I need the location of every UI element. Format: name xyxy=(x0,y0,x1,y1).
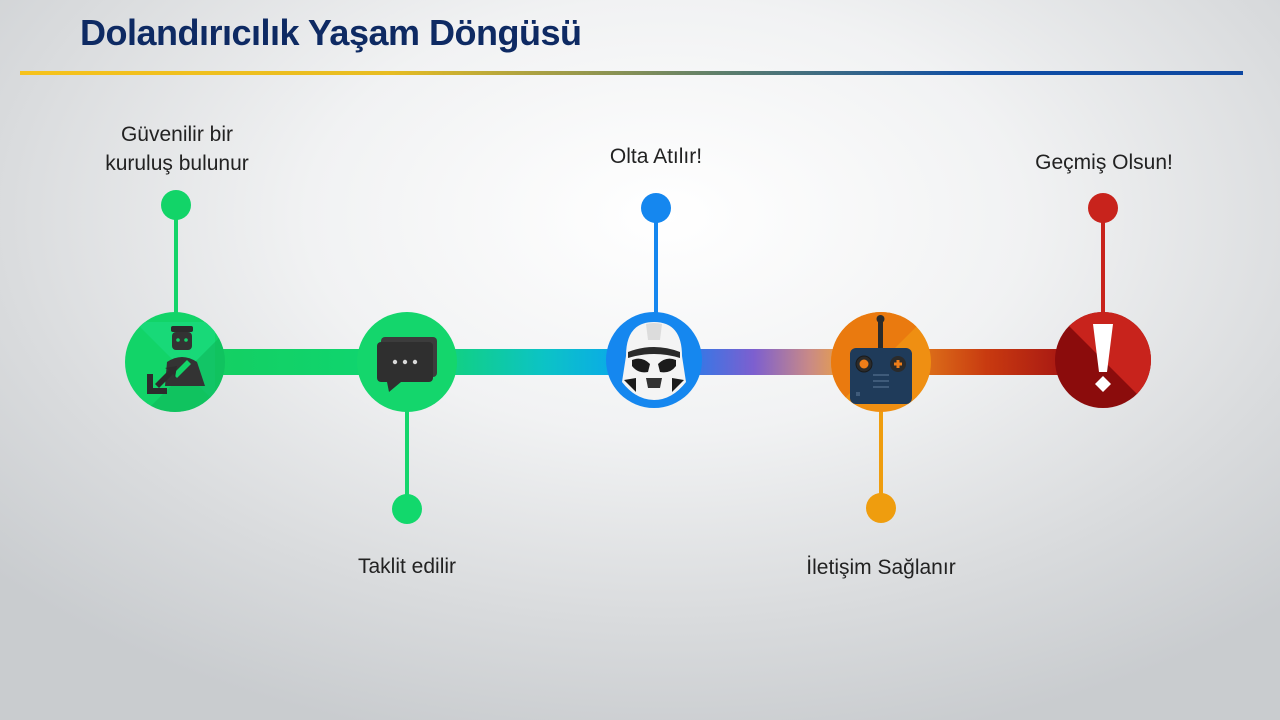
step-3-label: Olta Atılır! xyxy=(609,145,703,168)
step-2-node xyxy=(357,312,457,412)
step-5-label: Geçmiş Olsun! xyxy=(1035,151,1173,174)
step-1-label: Güvenilir bir kuruluş bulunur xyxy=(105,120,249,178)
step-3-stem xyxy=(654,215,658,315)
step-5-dot xyxy=(1088,193,1118,223)
title-underline xyxy=(20,71,1243,75)
step-1-node xyxy=(125,312,225,412)
step-1-label-line2: kuruluş bulunur xyxy=(105,152,249,175)
step-4-node xyxy=(831,312,931,412)
step-3-dot xyxy=(641,193,671,223)
remote-controller-icon xyxy=(831,312,931,412)
step-3-node xyxy=(606,312,702,408)
step-5-stem xyxy=(1101,215,1105,315)
step-4-dot xyxy=(866,493,896,523)
step-1-label-line1: Güvenilir bir xyxy=(120,123,234,146)
step-2-dot xyxy=(392,494,422,524)
connector-bar-4 xyxy=(915,349,1075,375)
step-1-dot xyxy=(161,190,191,220)
warning-exclamation-icon xyxy=(1055,312,1151,408)
step-4-stem xyxy=(879,408,883,503)
chat-bubble-icon xyxy=(357,312,457,412)
connector-bar-3 xyxy=(690,349,850,375)
connector-bar-2 xyxy=(440,349,630,375)
page-title: Dolandırıcılık Yaşam Döngüsü xyxy=(80,12,582,53)
stormtrooper-helmet-icon xyxy=(606,312,702,408)
connector-bar-1 xyxy=(210,349,375,375)
step-1-stem xyxy=(174,206,178,316)
step-4-label: İletişim Sağlanır xyxy=(806,556,956,579)
step-2-label: Taklit edilir xyxy=(357,555,457,578)
step-5-node xyxy=(1055,312,1151,408)
step-2-stem xyxy=(405,408,409,503)
person-resize-icon xyxy=(125,312,225,412)
